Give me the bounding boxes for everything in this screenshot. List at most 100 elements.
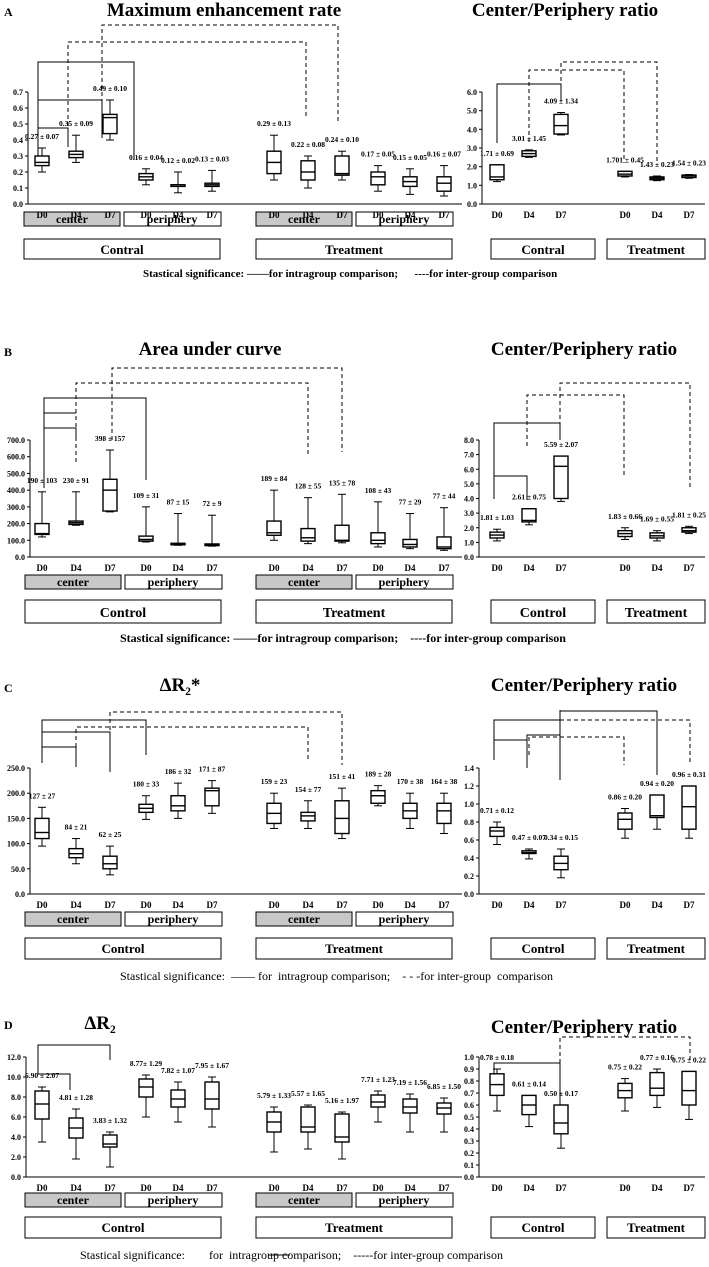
x-tick-label: D0 — [492, 210, 503, 220]
data-label: 1.54 ± 0.23 — [672, 159, 706, 168]
y-tick-label: 0.0 — [15, 553, 25, 562]
center-box — [24, 574, 122, 590]
data-label: 5.79 ± 1.33 — [257, 1091, 291, 1100]
y-tick-label: 1.2 — [464, 782, 474, 791]
box — [300, 1106, 316, 1133]
x-tick-label: D4 — [652, 1183, 663, 1193]
box — [649, 794, 665, 819]
data-label: 62 ± 25 — [99, 830, 122, 839]
significance-brackets — [37, 1044, 111, 1090]
x-tick-label: D7 — [556, 900, 567, 910]
boxplot-chart: 0.01.02.03.04.05.06.07.08.01.81 ± 1.03D0… — [464, 436, 706, 573]
x-tick-label: D0 — [620, 1183, 631, 1193]
center-box — [255, 574, 353, 590]
y-tick-label: 0.4 — [464, 854, 474, 863]
periphery-box — [123, 211, 222, 227]
y-tick-label: 2.0 — [467, 163, 477, 172]
box — [334, 800, 350, 835]
data-label: 84 ± 21 — [65, 823, 88, 832]
x-tick-label: D4 — [405, 1183, 416, 1193]
data-label: 128 ± 55 — [295, 482, 322, 491]
center-box — [24, 1192, 122, 1208]
panel-letter: D — [4, 1018, 13, 1032]
data-label: 7.82 ± 1.07 — [161, 1066, 195, 1075]
y-tick-label: 0.8 — [464, 1077, 474, 1086]
x-tick-label: D4 — [652, 900, 663, 910]
y-tick-label: 0.5 — [464, 1113, 474, 1122]
x-tick-label: D7 — [207, 900, 218, 910]
box — [138, 1078, 154, 1098]
box — [300, 811, 316, 822]
y-tick-label: 0.9 — [464, 1065, 474, 1074]
periphery-box — [124, 1192, 223, 1208]
center-label: center — [57, 1193, 90, 1207]
data-label: 0.75 ± 0.22 — [608, 1063, 642, 1072]
box — [521, 508, 537, 523]
periphery-box — [124, 911, 223, 927]
panel-letter: B — [4, 345, 12, 359]
y-tick-label: 0.5 — [13, 120, 23, 129]
box — [204, 1081, 220, 1110]
x-tick-label: D0 — [373, 1183, 384, 1193]
data-label: 1.71 ± 0.69 — [480, 149, 514, 158]
group-box — [23, 238, 221, 260]
group-box — [606, 238, 706, 260]
x-tick-label: D4 — [524, 210, 535, 220]
data-label: 0.94 ± 0.20 — [640, 779, 674, 788]
x-tick-label: D7 — [556, 1183, 567, 1193]
x-tick-label: D7 — [105, 1183, 116, 1193]
data-label: 186 ± 32 — [165, 767, 192, 776]
y-tick-label: 0.0 — [464, 890, 474, 899]
box — [204, 787, 220, 807]
periphery-label: periphery — [148, 912, 199, 926]
right-chart-title: Center/Periphery ratio — [491, 1017, 677, 1038]
x-tick-label: D7 — [337, 563, 348, 573]
box — [266, 520, 282, 536]
y-tick-label: 100.0 — [7, 536, 25, 545]
y-tick-label: 0.0 — [15, 890, 25, 899]
y-tick-label: 500.0 — [7, 469, 25, 478]
box — [34, 1090, 50, 1120]
group-label: Treatment — [627, 1220, 686, 1235]
data-label: 190 ± 103 — [27, 476, 58, 485]
data-label: 5.57 ± 1.65 — [291, 1089, 325, 1098]
significance-note: Stastical significance: —— for intragrou… — [120, 969, 553, 983]
y-tick-label: 4.0 — [467, 125, 477, 134]
group-label: Treatment — [627, 242, 686, 257]
left-chart-title: ΔR₂ — [84, 1013, 116, 1034]
box — [681, 785, 697, 830]
data-label: 1.69 ± 0.55 — [640, 515, 674, 524]
box — [489, 826, 505, 838]
periphery-label: periphery — [379, 575, 430, 589]
y-tick-label: 4.0 — [464, 495, 474, 504]
center-label: center — [57, 912, 90, 926]
center-label: center — [288, 575, 321, 589]
y-tick-label: 0.4 — [464, 1125, 474, 1134]
significance-note: Stastical significance: for intragroup c… — [80, 1248, 503, 1262]
y-tick-label: 200.0 — [7, 789, 25, 798]
x-tick-label: D7 — [684, 563, 695, 573]
data-label: 0.22 ± 0.08 — [291, 140, 325, 149]
data-label: 154 ± 77 — [295, 785, 322, 794]
data-label: 108 ± 43 — [365, 486, 392, 495]
significance-brackets-ratio — [493, 710, 691, 780]
x-tick-label: D0 — [141, 563, 152, 573]
data-label: 5.16 ± 1.97 — [325, 1096, 359, 1105]
y-tick-label: 0.7 — [13, 88, 23, 97]
y-tick-label: 700.0 — [7, 436, 25, 445]
center-box — [23, 211, 121, 227]
data-label: 0.15 ± 0.05 — [393, 153, 427, 162]
box — [436, 176, 452, 192]
data-label: 0.47 ± 0.07 — [512, 833, 546, 842]
x-tick-label: D0 — [492, 1183, 503, 1193]
x-tick-label: D0 — [269, 900, 280, 910]
y-tick-label: 1.4 — [464, 764, 474, 773]
x-tick-label: D4 — [303, 563, 314, 573]
data-label: 0.35 ± 0.09 — [59, 119, 93, 128]
data-label: 0.17 ± 0.05 — [361, 150, 395, 159]
x-tick-label: D0 — [373, 900, 384, 910]
y-tick-label: 0.6 — [464, 836, 474, 845]
y-tick-label: 2.0 — [464, 524, 474, 533]
